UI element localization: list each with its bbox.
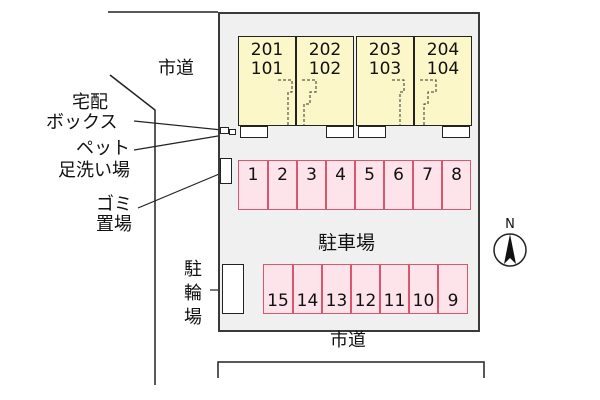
- south-road-edge: [217, 361, 485, 378]
- delivery-box-leader: [133, 120, 223, 131]
- unit-number-upper: 203: [368, 40, 402, 60]
- delivery-box-label-line2: ボックス: [46, 112, 118, 133]
- entrance-porch: [240, 126, 268, 138]
- unit-number-upper: 201: [250, 40, 284, 60]
- parking-space: 2: [268, 160, 297, 210]
- parking-space: 8: [442, 160, 471, 210]
- north-road-label: 市道: [158, 58, 194, 79]
- bicycle-parking-area: [222, 264, 244, 314]
- unit-block-4: 204 104: [414, 36, 472, 126]
- unit-number-lower: 102: [308, 59, 342, 79]
- compass-label: N: [505, 217, 515, 232]
- garbage-area: [220, 158, 232, 184]
- parking-space: 4: [326, 160, 355, 210]
- garbage-label-line2: 置場: [96, 214, 132, 235]
- parking-space: 5: [355, 160, 384, 210]
- south-road-label: 市道: [330, 330, 366, 351]
- parking-space: 11: [380, 264, 409, 314]
- north-arrow-icon: N: [493, 217, 527, 267]
- unit-number-upper: 202: [308, 40, 342, 60]
- unit-block-2: 202 102: [296, 36, 354, 126]
- parking-space: 7: [413, 160, 442, 210]
- parking-space: 10: [409, 264, 438, 314]
- parking-space: 6: [384, 160, 413, 210]
- unit-number-lower: 101: [250, 59, 284, 79]
- parking-space: 1: [238, 160, 268, 210]
- entrance-porch: [326, 126, 354, 138]
- parking-lot-label: 駐車場: [318, 232, 376, 254]
- parking-space: 3: [297, 160, 326, 210]
- west-road-edge: [109, 74, 156, 385]
- unit-number-upper: 204: [426, 40, 460, 60]
- pet-wash-label-line2: 足洗い場: [58, 160, 130, 181]
- bicycle-parking-label: 駐輪場: [184, 259, 202, 328]
- parking-space: 13: [322, 264, 351, 314]
- delivery-box-marker: [220, 127, 229, 134]
- parking-space: 14: [293, 264, 322, 314]
- unit-number-lower: 103: [368, 59, 402, 79]
- garbage-label-line1: ゴミ: [96, 194, 132, 215]
- parking-space: 15: [263, 264, 293, 314]
- pet-wash-label-line1: ペット: [76, 138, 130, 159]
- delivery-box-label-line1: 宅配: [72, 92, 108, 113]
- unit-block-1: 201 101: [238, 36, 296, 126]
- parking-space: 12: [351, 264, 380, 314]
- parking-space: 9: [438, 264, 468, 314]
- pet-wash-leader: [133, 133, 231, 151]
- unit-block-3: 203 103: [356, 36, 414, 126]
- pet-wash-marker: [229, 129, 236, 135]
- entrance-porch: [358, 126, 386, 138]
- unit-number-lower: 104: [426, 59, 460, 79]
- entrance-porch: [442, 126, 470, 138]
- garbage-leader: [137, 171, 225, 209]
